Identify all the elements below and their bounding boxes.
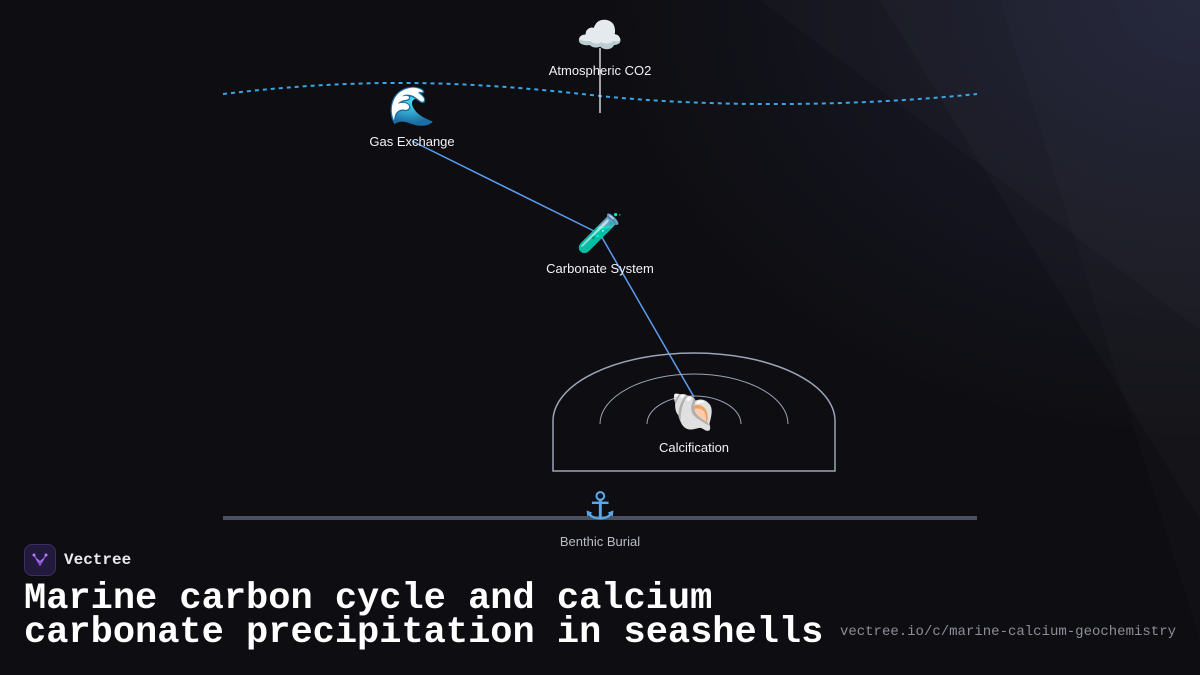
brand: Vectree bbox=[24, 544, 131, 576]
shell-icon: 🐚 bbox=[670, 390, 717, 434]
node-label-calcification: Calcification bbox=[659, 440, 729, 455]
anchor-icon: ⚓ bbox=[583, 484, 617, 528]
node-carbonate-system: 🧪 Carbonate System bbox=[546, 211, 654, 276]
connector-carbonate-system-to-calcification bbox=[599, 233, 695, 398]
node-label-atmospheric-co2: Atmospheric CO2 bbox=[549, 63, 652, 78]
node-label-carbonate-system: Carbonate System bbox=[546, 261, 654, 276]
source-url: vectree.io/c/marine-calcium-geochemistry bbox=[839, 624, 1176, 640]
node-calcification: 🐚 Calcification bbox=[659, 390, 729, 455]
shell-growth-ring-inner bbox=[646, 395, 742, 425]
node-label-gas-exchange: Gas Exchange bbox=[369, 134, 454, 149]
node-atmospheric-co2: ☁️ Atmospheric CO2 bbox=[549, 13, 652, 78]
shell-growth-ring-outer bbox=[599, 373, 789, 425]
node-label-benthic-burial: Benthic Burial bbox=[560, 534, 640, 549]
node-benthic-burial: ⚓ Benthic Burial bbox=[560, 484, 640, 549]
node-gas-exchange: 🌊 Gas Exchange bbox=[369, 84, 454, 149]
page-title: Marine carbon cycle and calcium carbonat… bbox=[24, 578, 824, 654]
wave-icon: 🌊 bbox=[388, 84, 435, 128]
connector-gas-exchange-to-carbonate-system bbox=[411, 140, 601, 235]
test-tube-icon: 🧪 bbox=[576, 211, 623, 255]
shell-habitat-outline bbox=[552, 352, 836, 472]
vectree-logo-icon bbox=[24, 544, 56, 576]
brand-name: Vectree bbox=[64, 551, 132, 569]
cloud-icon: ☁️ bbox=[576, 13, 623, 57]
